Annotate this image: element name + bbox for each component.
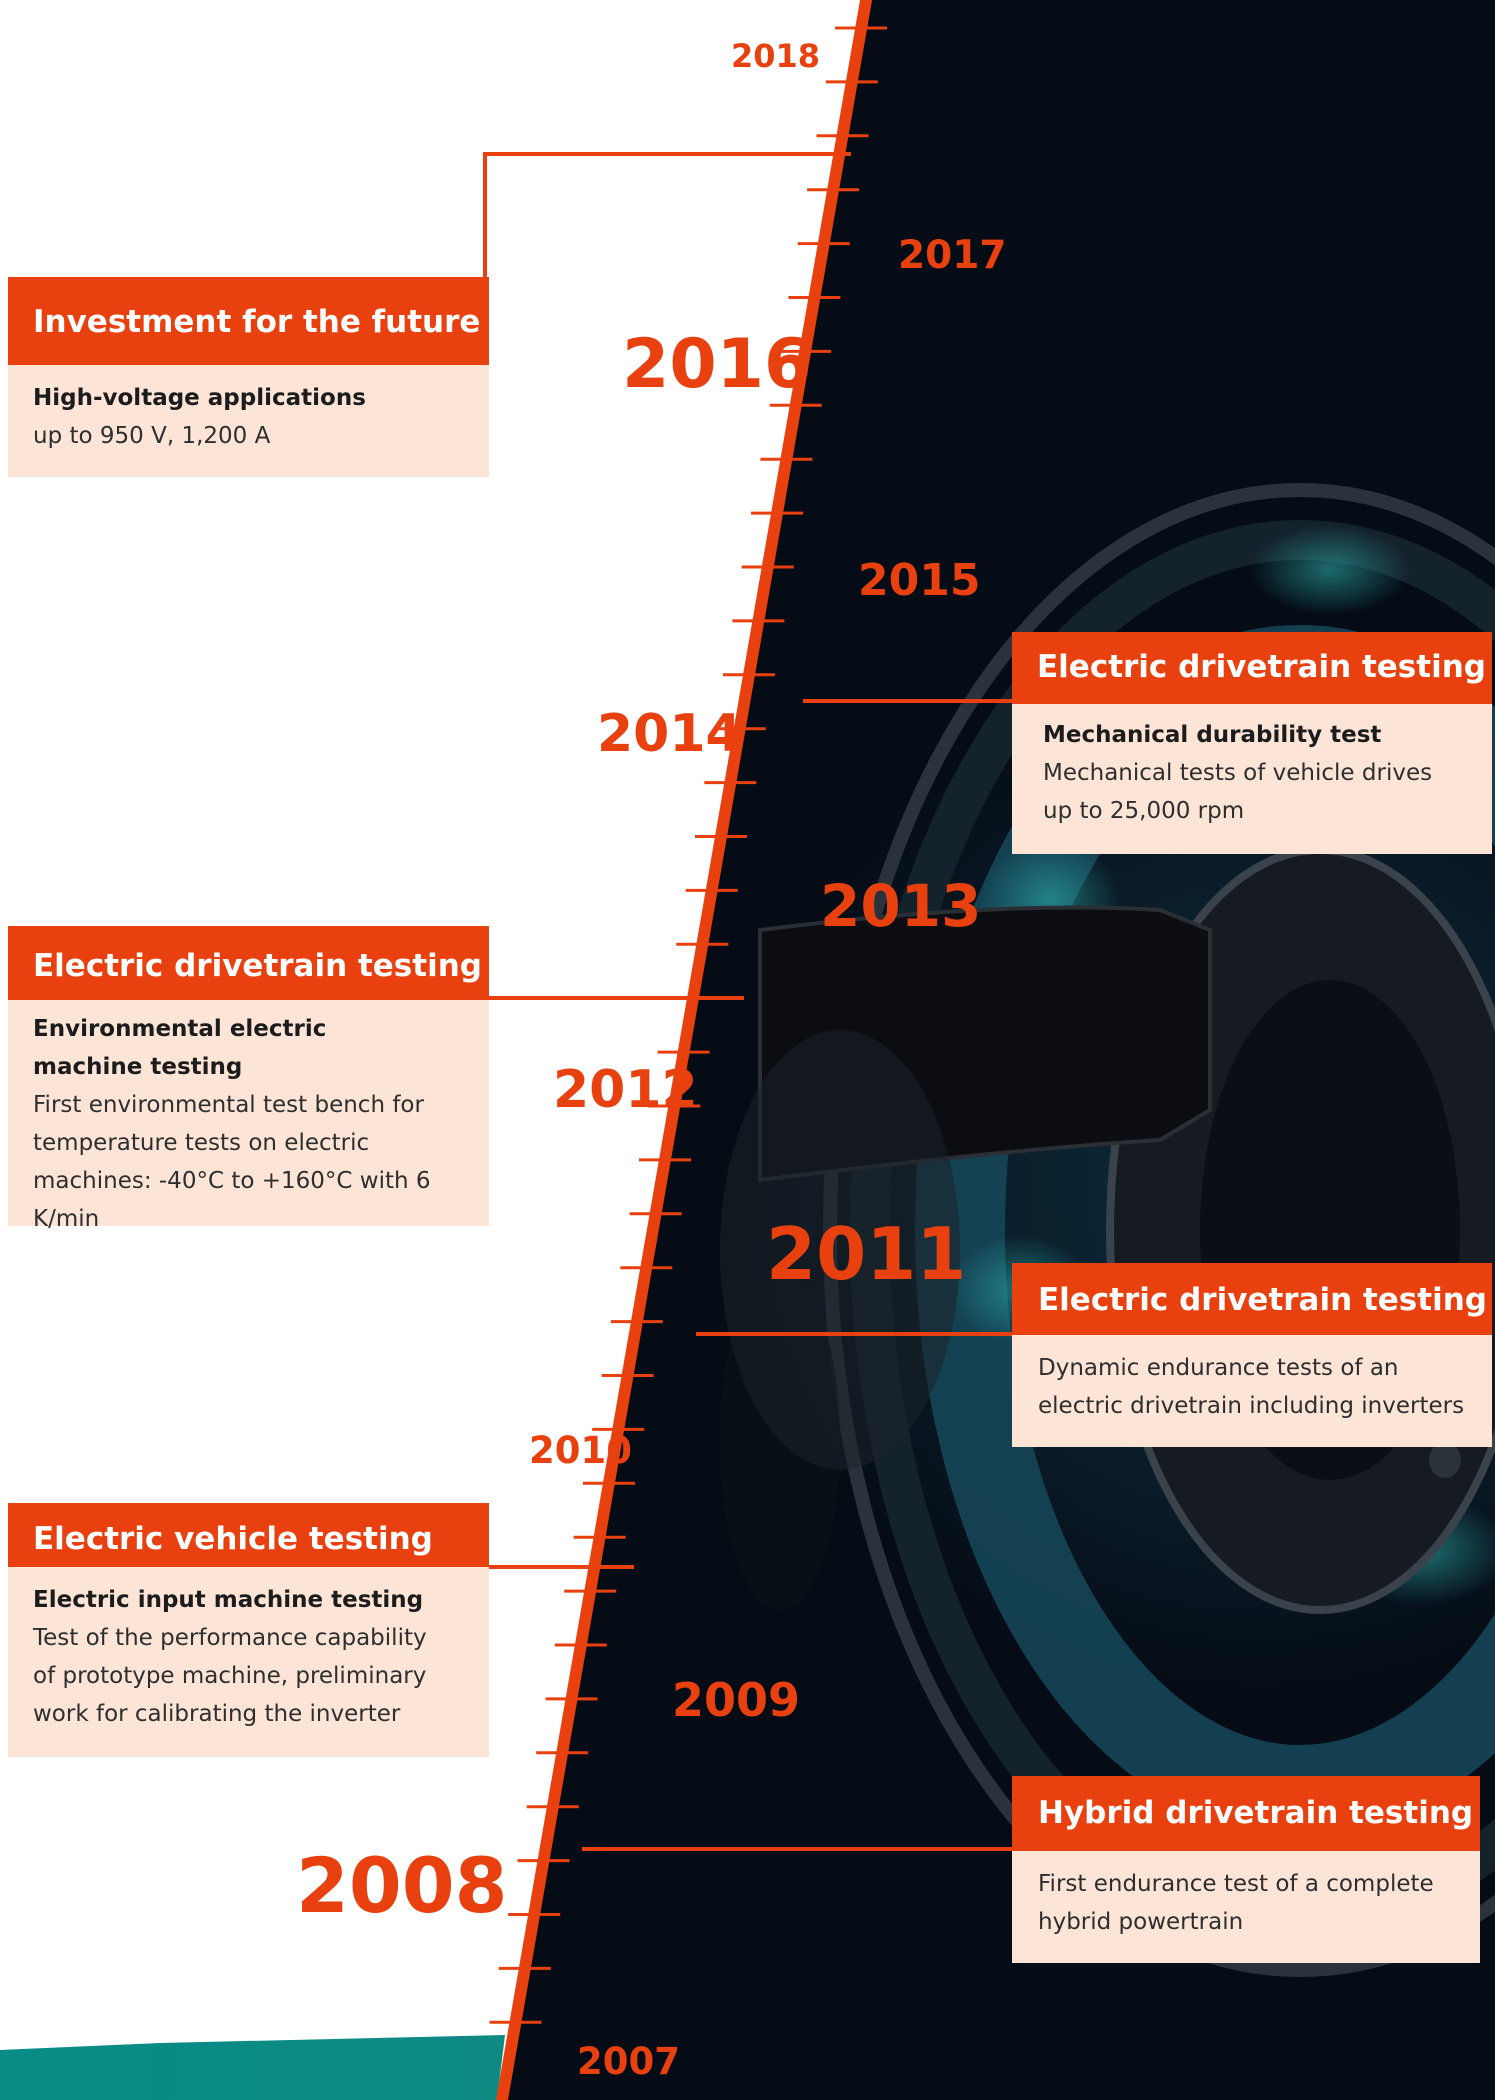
timeline-ticks bbox=[489, 26, 888, 2024]
teal-band bbox=[0, 2035, 505, 2100]
card-body: Dynamic endurance tests of an electric d… bbox=[1012, 1335, 1492, 1447]
year-2016: 2016 bbox=[622, 325, 812, 404]
card-description: up to 950 V, 1,200 A bbox=[33, 423, 271, 449]
year-2018: 2018 bbox=[731, 37, 821, 75]
year-2014: 2014 bbox=[597, 704, 742, 764]
year-2017: 2017 bbox=[898, 233, 1007, 278]
milestone-card-hybrid: Hybrid drivetrain testing First enduranc… bbox=[1012, 1776, 1480, 1963]
card-title: Electric input machine testing bbox=[33, 1587, 424, 1613]
year-2015: 2015 bbox=[858, 555, 981, 606]
card-body: High-voltage applications up to 950 V, 1… bbox=[8, 365, 489, 477]
card-category: Electric vehicle testing bbox=[8, 1503, 489, 1567]
milestone-card-environmental: Electric drivetrain testing Environmenta… bbox=[8, 926, 489, 1232]
milestone-card-dynamic: Electric drivetrain testing Dynamic endu… bbox=[1012, 1263, 1492, 1447]
card-title: High-voltage applications bbox=[33, 385, 366, 411]
connector-lines bbox=[483, 152, 1012, 1851]
card-description: Dynamic endurance tests of an electric d… bbox=[1038, 1355, 1465, 1419]
card-description: Mechanical tests of vehicle drives up to… bbox=[1043, 760, 1433, 824]
card-title: Mechanical durability test bbox=[1043, 722, 1382, 748]
milestone-card-vehicle: Electric vehicle testing Electric input … bbox=[8, 1503, 489, 1757]
card-description: Test of the performance capability of pr… bbox=[33, 1625, 427, 1727]
card-body: First endurance test of a complete hybri… bbox=[1012, 1851, 1480, 1963]
card-category: Electric drivetrain testing bbox=[1012, 632, 1492, 704]
card-body: Environmental electric machine testing F… bbox=[8, 1000, 489, 1232]
card-body: Mechanical durability test Mechanical te… bbox=[1012, 704, 1492, 854]
card-title: Environmental electric machine testing bbox=[33, 1016, 327, 1080]
year-2013: 2013 bbox=[820, 872, 982, 940]
milestone-card-mechanical: Electric drivetrain testing Mechanical d… bbox=[1012, 632, 1492, 854]
card-description: First endurance test of a complete hybri… bbox=[1038, 1871, 1434, 1935]
milestone-card-investment: Investment for the future High-voltage a… bbox=[8, 277, 489, 477]
card-category: Hybrid drivetrain testing bbox=[1012, 1776, 1480, 1851]
year-2012: 2012 bbox=[553, 1060, 698, 1120]
year-2010: 2010 bbox=[529, 1429, 632, 1472]
card-description: First environmental test bench for tempe… bbox=[33, 1092, 431, 1232]
card-category: Investment for the future bbox=[8, 277, 489, 365]
year-2011: 2011 bbox=[766, 1212, 967, 1296]
card-category: Electric drivetrain testing bbox=[8, 926, 489, 1000]
card-body: Electric input machine testing Test of t… bbox=[8, 1567, 489, 1757]
card-category: Electric drivetrain testing bbox=[1012, 1263, 1492, 1335]
connector-investment bbox=[483, 152, 851, 277]
year-2008: 2008 bbox=[296, 1841, 508, 1930]
year-2009: 2009 bbox=[672, 1673, 801, 1727]
timeline-axis bbox=[496, 0, 872, 2100]
year-2007: 2007 bbox=[577, 2040, 680, 2083]
